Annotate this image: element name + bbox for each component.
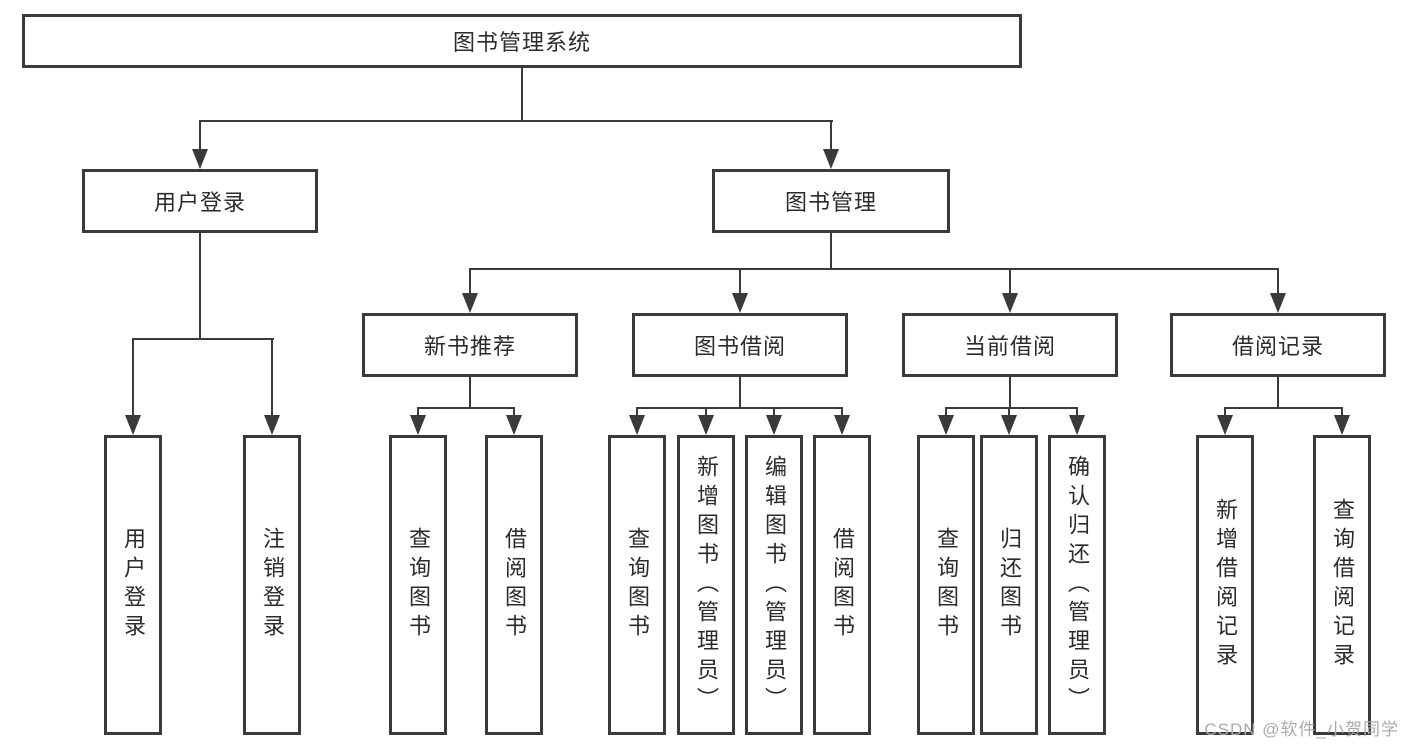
node-book-management: 图书管理	[712, 169, 950, 233]
connector-drop	[636, 407, 638, 419]
connector-drop	[830, 120, 832, 154]
arrow-down-icon	[698, 415, 714, 435]
node-label: 借阅记录	[1231, 334, 1324, 359]
leaf-label: 注销登录	[260, 527, 285, 643]
connector-bar	[636, 407, 843, 409]
leaf-user-login: 用户登录	[104, 435, 162, 735]
arrow-down-icon	[1002, 293, 1018, 313]
leaf-return-books: 归还图书	[980, 435, 1038, 735]
connector-bar	[469, 268, 1279, 270]
node-current-borrowing: 当前借阅	[902, 313, 1118, 377]
node-label: 图书借阅	[693, 334, 786, 359]
node-label: 图书管理系统	[452, 30, 591, 55]
connector-drop	[1277, 268, 1279, 298]
leaf-label: 查询图书	[406, 527, 431, 643]
node-book-borrowing: 图书借阅	[632, 313, 848, 377]
connector-drop	[417, 407, 419, 419]
leaf-borrow-books: 借阅图书	[485, 435, 543, 735]
arrow-down-icon	[1001, 415, 1017, 435]
arrow-down-icon	[410, 415, 426, 435]
node-label: 用户登录	[153, 190, 246, 215]
arrow-down-icon	[732, 293, 748, 313]
node-label: 新书推荐	[423, 334, 516, 359]
leaf-label: 新增图书（管理员）	[694, 454, 719, 716]
connector-drop	[773, 407, 775, 419]
connector-stem	[1277, 377, 1279, 409]
connector-drop	[841, 407, 843, 419]
arrow-down-icon	[823, 149, 839, 169]
connector-drop	[199, 120, 201, 154]
leaf-label: 借阅图书	[830, 527, 855, 643]
leaf-label: 确认归还（管理员）	[1065, 454, 1090, 716]
node-label: 当前借阅	[963, 334, 1056, 359]
leaf-label: 用户登录	[121, 527, 146, 643]
arrow-down-icon	[264, 415, 280, 435]
node-new-book-recommendation: 新书推荐	[362, 313, 578, 377]
leaf-borrow-books: 借阅图书	[813, 435, 871, 735]
connector-drop	[945, 407, 947, 419]
connector-drop	[1224, 407, 1226, 419]
connector-drop	[271, 338, 273, 418]
leaf-label: 查询借阅记录	[1330, 498, 1355, 672]
leaf-logout: 注销登录	[243, 435, 301, 735]
connector-stem	[739, 377, 741, 409]
leaf-query-books: 查询图书	[389, 435, 447, 735]
arrow-down-icon	[1270, 293, 1286, 313]
arrow-down-icon	[506, 415, 522, 435]
arrow-down-icon	[192, 149, 208, 169]
node-borrowing-records: 借阅记录	[1170, 313, 1386, 377]
connector-stem	[1009, 377, 1011, 409]
arrow-down-icon	[125, 415, 141, 435]
connector-drop	[469, 268, 471, 298]
connector-stem	[199, 233, 201, 340]
csdn-watermark: CSDN @软件_小贺同学	[1204, 720, 1399, 739]
leaf-add-books-admin: 新增图书（管理员）	[677, 435, 735, 735]
leaf-label: 查询图书	[625, 527, 650, 643]
leaf-query-borrow-record: 查询借阅记录	[1313, 435, 1371, 735]
connector-drop	[132, 338, 134, 418]
leaf-confirm-return-admin: 确认归还（管理员）	[1048, 435, 1106, 735]
leaf-label: 编辑图书（管理员）	[762, 454, 787, 716]
connector-bar	[417, 407, 515, 409]
arrow-down-icon	[1334, 415, 1350, 435]
node-library-management-system: 图书管理系统	[22, 14, 1022, 68]
connector-drop	[1009, 268, 1011, 298]
arrow-down-icon	[834, 415, 850, 435]
connector-bar	[132, 338, 274, 340]
leaf-query-books: 查询图书	[608, 435, 666, 735]
connector-bar	[1224, 407, 1343, 409]
arrow-down-icon	[462, 293, 478, 313]
connector-drop	[1341, 407, 1343, 419]
node-user-login: 用户登录	[82, 169, 318, 233]
arrow-down-icon	[1217, 415, 1233, 435]
connector-drop	[705, 407, 707, 419]
leaf-edit-books-admin: 编辑图书（管理员）	[745, 435, 803, 735]
connector-root-stem	[521, 68, 523, 122]
arrow-down-icon	[938, 415, 954, 435]
connector-root-bar	[199, 120, 833, 122]
leaf-label: 归还图书	[997, 527, 1022, 643]
connector-drop	[739, 268, 741, 298]
arrow-down-icon	[629, 415, 645, 435]
connector-drop	[1008, 407, 1010, 419]
leaf-query-books: 查询图书	[917, 435, 975, 735]
arrow-down-icon	[1069, 415, 1085, 435]
leaf-label: 查询图书	[934, 527, 959, 643]
arrow-down-icon	[766, 415, 782, 435]
connector-drop	[513, 407, 515, 419]
connector-bar	[945, 407, 1078, 409]
leaf-label: 借阅图书	[502, 527, 527, 643]
connector-stem	[469, 377, 471, 409]
connector-drop	[1076, 407, 1078, 419]
node-label: 图书管理	[784, 190, 877, 215]
leaf-label: 新增借阅记录	[1213, 498, 1238, 672]
leaf-add-borrow-record: 新增借阅记录	[1196, 435, 1254, 735]
connector-stem	[830, 233, 832, 270]
